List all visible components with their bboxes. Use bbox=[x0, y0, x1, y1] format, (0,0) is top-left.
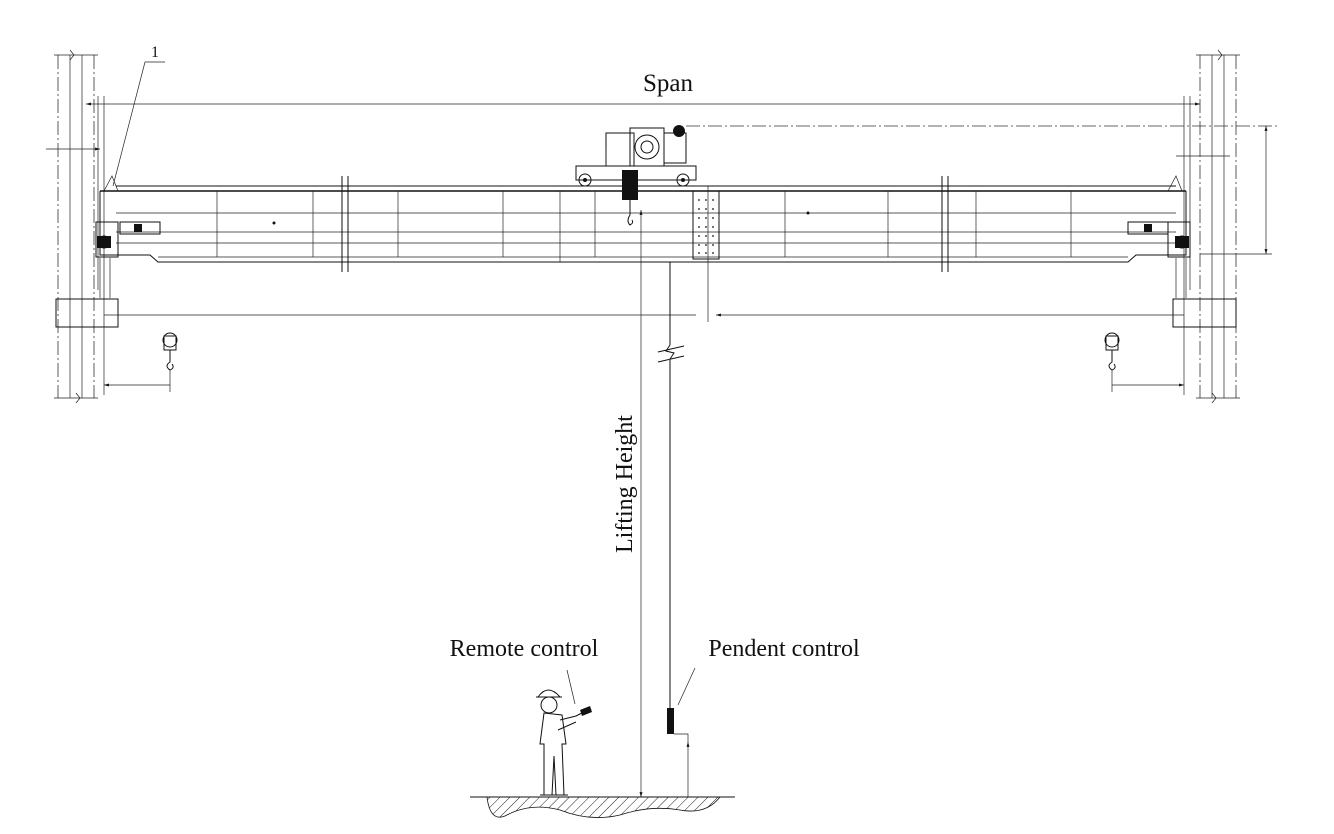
left-column bbox=[54, 49, 119, 404]
main-girder bbox=[99, 175, 1187, 272]
part-callout: 1 bbox=[46, 44, 165, 187]
remote-control-label: Remote control bbox=[450, 636, 599, 662]
pendent-control-box bbox=[667, 708, 674, 734]
left-hook-icon bbox=[104, 332, 178, 392]
span-label: Span bbox=[643, 70, 694, 97]
right-end-carriage bbox=[1127, 221, 1191, 298]
right-column bbox=[1172, 49, 1240, 404]
ground-hatch bbox=[470, 796, 735, 818]
lifting-height-label: Lifting Height bbox=[612, 415, 638, 553]
pendent-cable bbox=[657, 262, 690, 797]
hoist-trolley bbox=[575, 125, 697, 226]
left-end-carriage bbox=[95, 221, 161, 298]
right-hook-icon bbox=[1104, 332, 1184, 392]
span-dimension: Span bbox=[86, 70, 1200, 106]
lifting-height-dimension: Lifting Height bbox=[612, 210, 643, 797]
part-number-label: 1 bbox=[151, 44, 159, 61]
pendent-control-label: Pendent control bbox=[708, 636, 860, 662]
operator-figure-icon bbox=[536, 689, 592, 796]
